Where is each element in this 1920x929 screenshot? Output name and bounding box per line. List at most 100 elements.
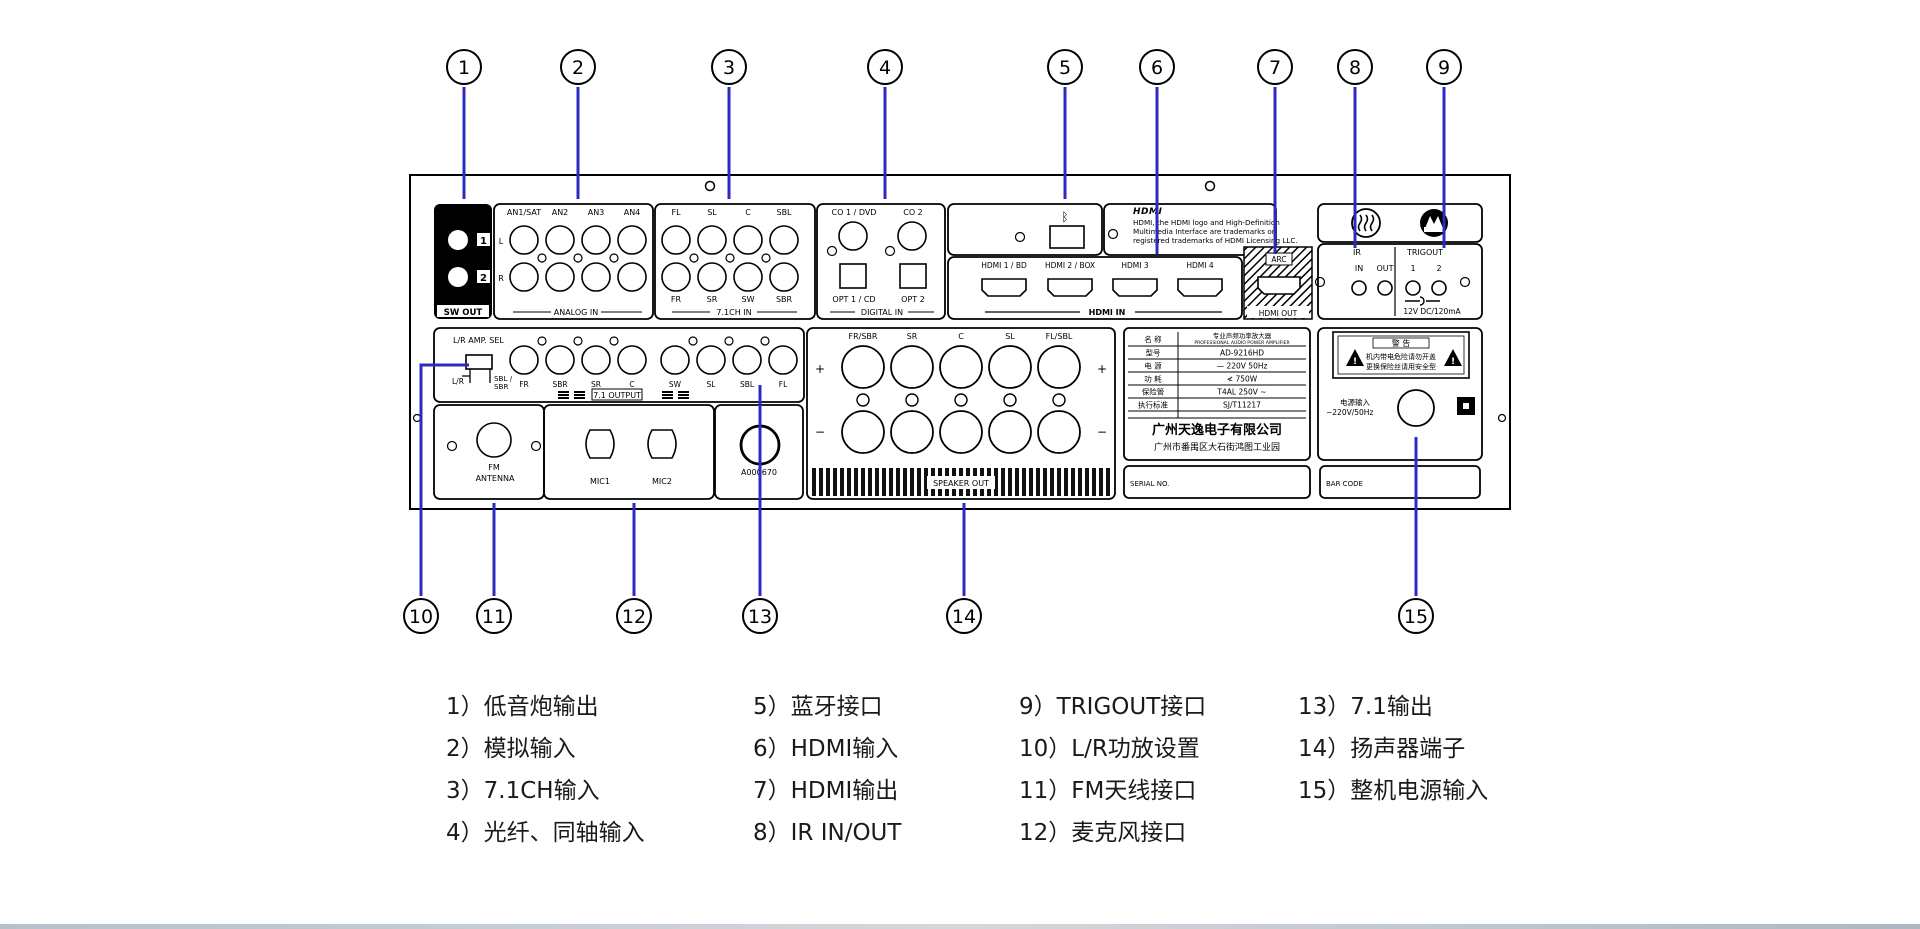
legend-item-1: 1）低音炮输出 bbox=[446, 694, 599, 720]
ch71-in-jack[interactable] bbox=[733, 262, 763, 292]
optical-jack-2[interactable] bbox=[899, 263, 927, 289]
coax-jack-1[interactable] bbox=[838, 221, 868, 251]
coax-jack-2[interactable] bbox=[897, 221, 927, 251]
hdmi-in-port-1[interactable] bbox=[981, 278, 1027, 297]
sw-out-section: 1 2 SW OUT bbox=[434, 204, 492, 319]
analog-in-jack[interactable] bbox=[509, 225, 539, 255]
analog-in-jack[interactable] bbox=[581, 262, 611, 292]
speaker-terminal-positive[interactable] bbox=[1037, 345, 1081, 389]
output-71-jack[interactable] bbox=[696, 345, 726, 375]
speaker-terminal-positive[interactable] bbox=[841, 345, 885, 389]
speaker-terminal-positive[interactable] bbox=[939, 345, 983, 389]
svg-text:!: ! bbox=[1353, 357, 1357, 367]
nameplate-key: 功 耗 bbox=[1144, 374, 1162, 384]
output-71-jack[interactable] bbox=[545, 345, 575, 375]
screw-hole bbox=[1204, 180, 1216, 192]
analog-in-jack[interactable] bbox=[509, 262, 539, 292]
ch71-in-jack[interactable] bbox=[733, 225, 763, 255]
analog-in-jack[interactable] bbox=[617, 225, 647, 255]
nameplate-key: 保险管 bbox=[1142, 387, 1165, 397]
ch71-top-sbl: SBL bbox=[776, 208, 792, 217]
speaker-terminal-negative[interactable] bbox=[1037, 410, 1081, 454]
hdmi-logo: HDMI bbox=[1133, 207, 1162, 217]
ch71-in-jack[interactable] bbox=[661, 225, 691, 255]
power-label-1: 电源输入 bbox=[1340, 397, 1370, 407]
ir-in-jack[interactable] bbox=[1351, 280, 1367, 296]
analog-in-jack[interactable] bbox=[545, 262, 575, 292]
output-71-jack[interactable] bbox=[509, 345, 539, 375]
legend-column-1: 1）低音炮输出 2）模拟输入 3）7.1CH输入 4）光纤、同轴输入 bbox=[446, 686, 645, 854]
ir-out-jack[interactable] bbox=[1377, 280, 1393, 296]
callout-number: 5 bbox=[1059, 57, 1071, 79]
output-71-jack[interactable] bbox=[660, 345, 690, 375]
analog-in-jack[interactable] bbox=[581, 225, 611, 255]
warning-line-2: 更换保险丝请用安全型 bbox=[1366, 362, 1436, 371]
hdmi-notice-line-1: HDMI, the HDMI logo and High-Definition bbox=[1133, 218, 1280, 227]
nameplate-key: 执行标准 bbox=[1138, 400, 1168, 410]
ch71-top-sl: SL bbox=[707, 208, 717, 217]
fm-antenna-jack[interactable] bbox=[476, 422, 512, 458]
callout-number: 3 bbox=[723, 57, 735, 79]
legend-item-10: 10）L/R功放设置 bbox=[1019, 736, 1200, 762]
hdmi-in-section: HDMI 1 / BD HDMI 2 / BOX HDMI 3 HDMI 4 H… bbox=[947, 256, 1243, 320]
optical-jack-1[interactable] bbox=[839, 263, 867, 289]
callout-number: 15 bbox=[1404, 606, 1428, 628]
mic1-jack[interactable] bbox=[585, 429, 615, 459]
callout-number: 2 bbox=[572, 57, 584, 79]
speaker-terminal-positive[interactable] bbox=[890, 345, 934, 389]
speaker-terminal-pair: C bbox=[939, 332, 983, 454]
ch71-top-c: C bbox=[745, 208, 751, 217]
hdmi-in-port-3[interactable] bbox=[1112, 278, 1158, 297]
trigout-jack-1[interactable] bbox=[1405, 280, 1421, 296]
output-71-jack[interactable] bbox=[768, 345, 798, 375]
trigout-jack-2[interactable] bbox=[1431, 280, 1447, 296]
sw-out-jack-2[interactable] bbox=[448, 267, 468, 287]
output-71-jack[interactable] bbox=[617, 345, 647, 375]
hdmi-in-port-4[interactable] bbox=[1177, 278, 1223, 297]
speaker-terminal-negative[interactable] bbox=[841, 410, 885, 454]
mic2-jack[interactable] bbox=[647, 429, 677, 459]
sw-out-jack-1[interactable] bbox=[448, 230, 468, 250]
speaker-terminal-pair: SL bbox=[988, 332, 1032, 454]
rear-panel-diagram: 1 2 SW OUT L R AN1/SAT AN2 AN3 AN4 ANALO… bbox=[403, 49, 1511, 634]
output-71-jack[interactable] bbox=[732, 345, 762, 375]
hdmi-notice-line-2: Multimedia Interface are trademarks or bbox=[1133, 227, 1275, 236]
speaker-label: FR/SBR bbox=[849, 332, 878, 341]
analog-label-an1: AN1/SAT bbox=[507, 208, 541, 217]
speaker-terminal-pair: FL/SBL bbox=[1037, 332, 1081, 454]
hdmi-in-port-2[interactable] bbox=[1047, 278, 1093, 297]
ch71-in-jack[interactable] bbox=[697, 225, 727, 255]
digital-co1-label: CO 1 / DVD bbox=[832, 208, 877, 217]
power-inlet[interactable] bbox=[1397, 389, 1435, 427]
ch71-in-jack[interactable] bbox=[697, 262, 727, 292]
callout-6: 6 bbox=[1139, 49, 1175, 85]
ch71-in-jack[interactable] bbox=[769, 225, 799, 255]
speaker-terminal-negative[interactable] bbox=[939, 410, 983, 454]
speaker-terminal-negative[interactable] bbox=[988, 410, 1032, 454]
amp-sel-left-label: L/R bbox=[452, 377, 464, 386]
ch71-bot-fr: FR bbox=[671, 295, 682, 304]
legend-item-3: 3）7.1CH输入 bbox=[446, 778, 600, 804]
analog-in-jack[interactable] bbox=[545, 225, 575, 255]
serial-label: SERIAL NO. bbox=[1130, 480, 1169, 488]
callout-15: 15 bbox=[1398, 598, 1434, 634]
speaker-terminal-positive[interactable] bbox=[988, 345, 1032, 389]
output-71-jack[interactable] bbox=[581, 345, 611, 375]
nameplate-value: AD-9216HD bbox=[1220, 349, 1264, 358]
amp-sel-switch[interactable] bbox=[465, 354, 493, 370]
dc-polarity-icon bbox=[1405, 296, 1440, 306]
trigout-title: TRIGOUT bbox=[1406, 248, 1443, 257]
bluetooth-antenna-port[interactable] bbox=[1049, 225, 1085, 249]
analog-in-jack[interactable] bbox=[617, 262, 647, 292]
hdmi-out-port[interactable] bbox=[1257, 276, 1301, 295]
ch71-in-jack[interactable] bbox=[769, 262, 799, 292]
warning-triangle-icon bbox=[1444, 349, 1462, 366]
barcode-label: BAR CODE bbox=[1326, 480, 1363, 488]
nameplate-value: ≮ 750W bbox=[1227, 375, 1258, 384]
callout-number: 6 bbox=[1151, 57, 1163, 79]
ch71-in-jack[interactable] bbox=[661, 262, 691, 292]
callout-10: 10 bbox=[403, 598, 439, 634]
sw-out-label-2: 2 bbox=[480, 273, 487, 284]
speaker-terminal-negative[interactable] bbox=[890, 410, 934, 454]
sw-out-label-1: 1 bbox=[480, 236, 487, 247]
